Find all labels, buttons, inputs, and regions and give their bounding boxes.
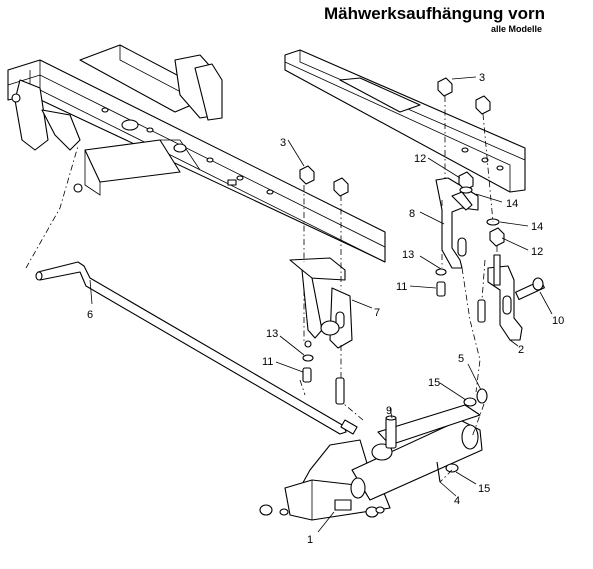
- mower-lift-arm: [284, 404, 483, 521]
- callout-9: 9: [386, 405, 392, 417]
- stabilizer-rod: [35, 261, 358, 435]
- callout-5: 5: [458, 353, 464, 365]
- pin-10: [515, 277, 545, 301]
- right-bracket-lower: [487, 254, 523, 341]
- callout-15-lower: 15: [478, 483, 490, 495]
- callout-4: 4: [454, 495, 460, 507]
- left-bracket: [289, 257, 353, 349]
- callout-6: 6: [87, 309, 93, 321]
- assembly-lines: [25, 96, 498, 483]
- leader-lines: [89, 76, 553, 533]
- callout-11-right: 11: [396, 281, 407, 293]
- callout-2: 2: [518, 344, 524, 356]
- callout-14-lower: 14: [531, 221, 543, 233]
- left-frame-beam: [7, 44, 386, 263]
- callout-7: 7: [374, 307, 380, 319]
- right-frame-beam: [284, 49, 526, 193]
- callout-14-upper: 14: [506, 198, 518, 210]
- callout-12-upper: 12: [414, 153, 426, 165]
- page-subtitle: alle Modelle: [490, 24, 542, 34]
- callout-labels: 3 3 12 14 8 14 12 13 11 10 2 6 7 13 11 5…: [87, 72, 564, 546]
- right-bracket-upper: [435, 177, 479, 269]
- callout-12-lower: 12: [531, 246, 543, 258]
- fasteners: [259, 77, 505, 518]
- callout-15-upper: 15: [428, 377, 440, 389]
- page-title: Mähwerksaufhängung vorn: [323, 4, 545, 23]
- callout-3-left: 3: [280, 137, 286, 149]
- callout-13-right: 13: [402, 249, 414, 261]
- callout-10: 10: [552, 315, 564, 327]
- callout-8: 8: [409, 208, 415, 220]
- pin-9: [385, 415, 397, 449]
- callout-3-right: 3: [479, 72, 485, 84]
- callout-13-left: 13: [266, 328, 278, 340]
- callout-11-left: 11: [262, 356, 273, 368]
- callout-1: 1: [307, 534, 313, 546]
